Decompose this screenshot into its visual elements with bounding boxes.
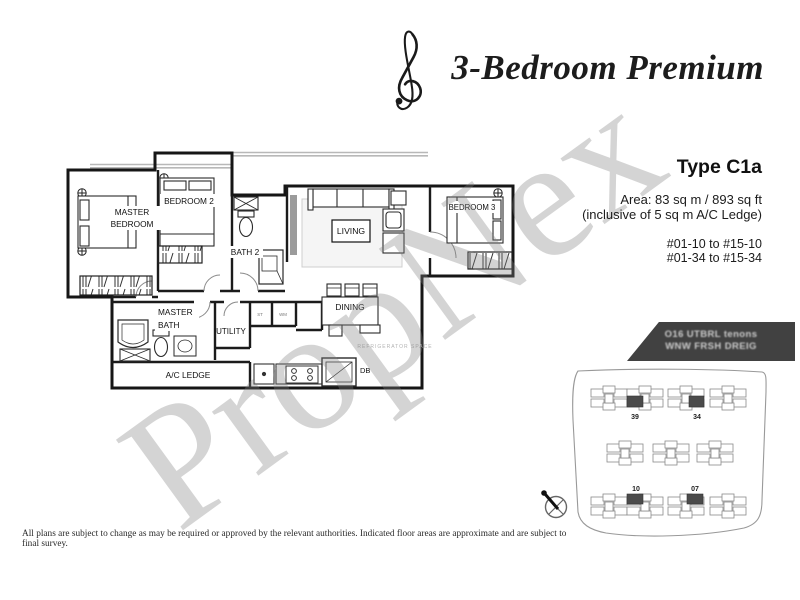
unit-label-34: 34	[693, 414, 701, 421]
label-master-bath: MASTER	[158, 307, 193, 317]
area-line2: (inclusive of 5 sq m A/C Ledge)	[582, 206, 762, 222]
label-store: ST	[257, 312, 263, 317]
label-bedroom2: BEDROOM 2	[164, 196, 214, 206]
master-wardrobe	[79, 275, 153, 296]
treble-clef-icon	[395, 30, 423, 111]
label-bedroom3: BEDROOM 3	[449, 203, 496, 212]
living-furniture	[307, 188, 407, 254]
label-bg	[100, 206, 164, 230]
label-ac-ledge: A/C LEDGE	[166, 370, 211, 380]
label-living: LIVING	[337, 226, 365, 236]
kitchen-fixtures	[253, 363, 323, 385]
label-db: DB	[360, 366, 370, 375]
compass-icon	[541, 490, 568, 519]
label-master-bedroom: MASTER	[115, 207, 150, 217]
label-kitchen-note: REFRIGERATOR SPACE	[357, 344, 432, 350]
label-bg	[227, 246, 263, 258]
master-bath-fixtures	[117, 319, 197, 362]
unit-area-text: Area: 83 sq m / 893 sq ft (inclusive of …	[582, 192, 762, 222]
label-bath2: BATH 2	[231, 247, 260, 257]
label-bg	[155, 305, 199, 331]
label-wm: WM	[279, 312, 287, 317]
feature-wall	[290, 195, 297, 255]
bath2-fixtures	[233, 196, 284, 285]
label-bg	[448, 201, 496, 213]
label-dining: DINING	[335, 302, 364, 312]
stack-line1: #01-10 to #15-10	[666, 237, 762, 251]
bedroom2-wardrobe	[157, 245, 203, 264]
area-line1: Area: 83 sq m / 893 sq ft	[620, 192, 762, 207]
unit-label-07: 07	[691, 486, 699, 493]
page-title: 3-Bedroom Premium	[451, 48, 764, 87]
dining-furniture	[321, 283, 381, 337]
banner-line1: O16 UTBRL tenons	[664, 329, 758, 340]
outer-walls	[66, 151, 515, 390]
label-utility: UTILITY	[216, 327, 246, 336]
bedroom3-wardrobe	[467, 251, 513, 270]
svg-text:BATH: BATH	[158, 320, 180, 330]
unit-label-39: 39	[631, 414, 639, 421]
project-logo-banner: O16 UTBRL tenons WNW FRSH DREIG	[627, 322, 795, 361]
site-plan: 39 34 10 07	[541, 368, 767, 537]
stack-line2: #01-34 to #15-34	[666, 250, 762, 265]
highlighted-units	[626, 395, 705, 505]
db-closet	[321, 357, 357, 387]
label-bg	[160, 194, 218, 207]
unit-info-block: Type C1a Area: 83 sq m / 893 sq ft (incl…	[582, 156, 762, 265]
svg-text:BEDROOM: BEDROOM	[111, 219, 154, 229]
window-lines	[90, 151, 428, 169]
unit-stack-text: #01-10 to #15-10 #01-34 to #15-34	[582, 237, 762, 265]
banner-line2: WNW FRSH DREIG	[665, 341, 757, 352]
unit-label-10: 10	[632, 486, 640, 493]
bedroom2-bed	[159, 177, 215, 247]
floor-plan: MASTER BEDROOM BEDROOM 2 BATH 2 LIVING B…	[66, 151, 515, 390]
unit-type-label: Type C1a	[676, 156, 762, 178]
disclaimer-text: All plans are subject to change as may b…	[22, 529, 567, 549]
living-label-box	[331, 219, 371, 243]
